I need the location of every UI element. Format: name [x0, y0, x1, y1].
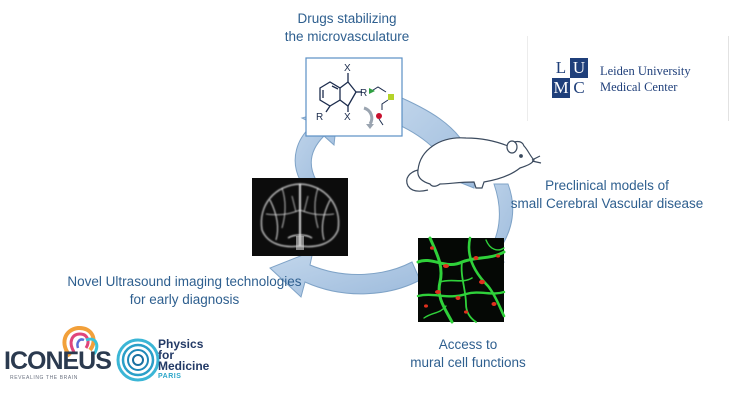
lumc-logo-panel — [527, 36, 729, 121]
iconeus-logo — [62, 325, 99, 358]
lumc-letter-u: U — [572, 58, 586, 77]
molecule-substituent-r-right: R — [360, 88, 367, 99]
label-mural-line1: Access to — [438, 337, 498, 352]
label-ultrasound-line1: Novel Ultrasound imaging technologies — [67, 274, 302, 289]
iconeus-tagline: REVEALING THE BRAIN — [10, 375, 78, 381]
pfm-line1: Physics — [158, 337, 204, 351]
pfm-line2: for — [158, 348, 174, 362]
lumc-name-line1: Leiden University — [600, 64, 691, 78]
brain-ultrasound-image — [252, 178, 348, 256]
lumc-letters: L U M C — [552, 58, 588, 98]
molecule-structure — [305, 57, 403, 137]
label-preclinical-line1: Preclinical models of — [545, 178, 669, 193]
physics-for-medicine-logo — [116, 338, 160, 382]
lumc-letter-l: L — [555, 58, 567, 77]
molecule-substituent-r-left: R — [316, 112, 323, 123]
molecule-substituent-x-top: X — [344, 63, 351, 74]
label-ultrasound-line2: for early diagnosis — [129, 292, 240, 307]
pfm-line3: Medicine — [158, 359, 210, 373]
label-preclinical-line2: small Cerebral Vascular disease — [510, 196, 704, 211]
mouse-icon — [406, 137, 542, 192]
lumc-logo — [552, 58, 588, 98]
lumc-letter-m: M — [553, 78, 569, 97]
lumc-name-line2: Medical Center — [600, 80, 678, 94]
label-mural-line2: mural cell functions — [410, 355, 526, 370]
arrow-bottom-left — [269, 250, 421, 298]
vessel-fluorescence-image — [416, 236, 506, 324]
label-preclinical: Preclinical models of small Cerebral Vas… — [502, 177, 712, 213]
label-ultrasound: Novel Ultrasound imaging technologies fo… — [52, 273, 317, 309]
pfm-paris: PARIS — [158, 373, 182, 380]
pfm-wordmark: Physics for Medicine — [158, 337, 210, 373]
molecule-substituent-x-bottom: X — [344, 112, 351, 123]
lumc-name: Leiden University Medical Center — [600, 63, 691, 95]
label-mural: Access to mural cell functions — [388, 336, 548, 372]
lumc-letter-c: C — [573, 78, 585, 97]
label-drugs: Drugs stabilizing the microvasculature — [262, 10, 432, 46]
label-drugs-line1: Drugs stabilizing — [297, 11, 397, 26]
label-drugs-line2: the microvasculature — [284, 29, 410, 44]
iconeus-wordmark: ICONEUS — [4, 347, 112, 375]
